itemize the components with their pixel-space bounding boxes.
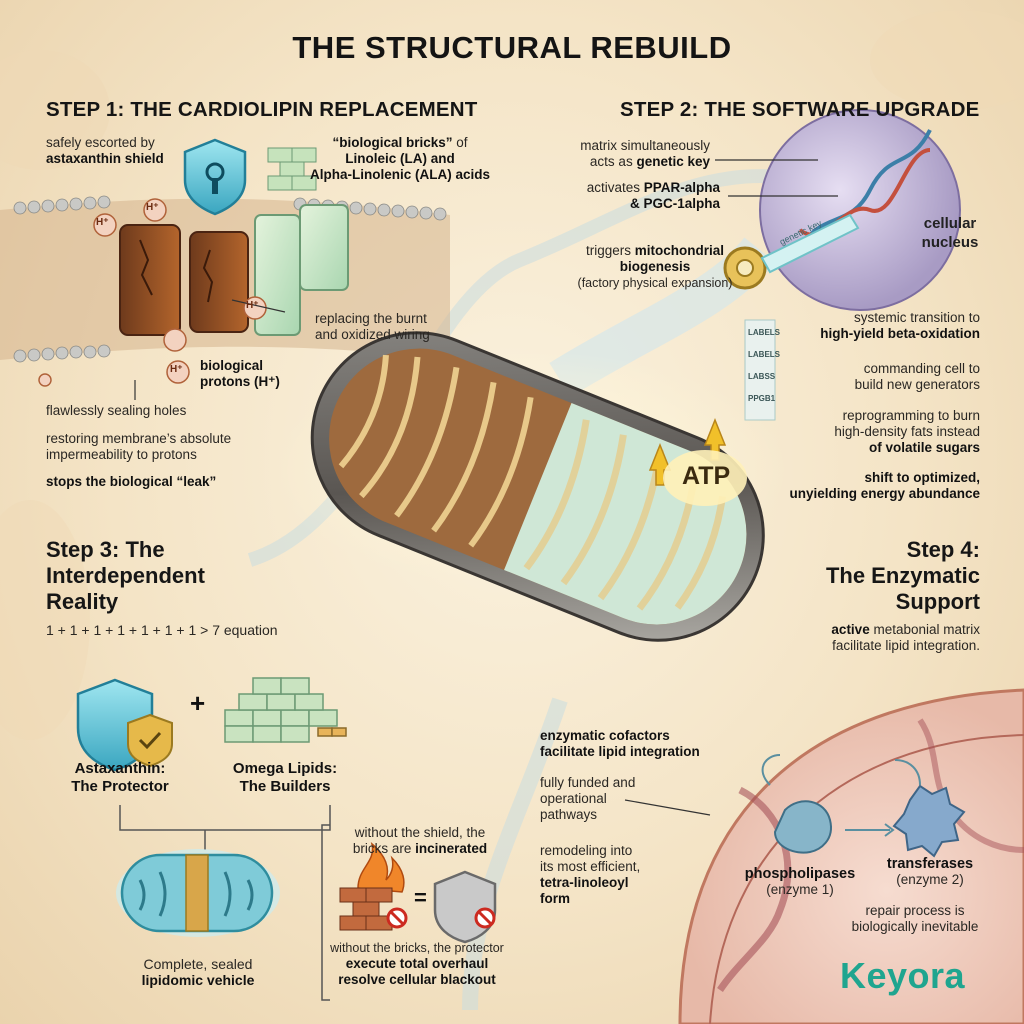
- step1-bricks-text: “biological bricks” of Linoleic (LA) and…: [309, 135, 490, 182]
- proton-label: H⁺: [96, 217, 109, 228]
- step1-replacing-text: replacing the burnt and oxidized wiring: [315, 311, 430, 342]
- step2-reprogramming-text: reprogramming to burn high-density fats …: [834, 408, 980, 455]
- proton-particles: [38, 198, 267, 387]
- step1-sealing-text: flawlessly sealing holes: [46, 403, 187, 418]
- grey-shield-icon: [433, 870, 497, 944]
- step3-heading: Step 3: The Interdependent Reality: [46, 537, 205, 614]
- proton-label: H⁺: [146, 202, 159, 213]
- step2-systemic-text: systemic transition to high-yield beta-o…: [820, 310, 980, 341]
- repair-text: repair process is biologically inevitabl…: [851, 903, 979, 934]
- labels-tape-text: LABELS LABELS LABSS PPGB1: [748, 328, 780, 403]
- remodeling-text: remodeling into its most efficient, tetr…: [540, 843, 641, 906]
- execute-text: execute total overhaul resolve cellular …: [338, 956, 496, 987]
- green-lipid-blocks: [254, 147, 349, 336]
- combination-bracket: [119, 805, 331, 1001]
- step1-escort-text: safely escorted by astaxanthin shield: [46, 135, 164, 166]
- background-cell: [0, 50, 110, 170]
- protector-shield-icon: [76, 678, 173, 772]
- step4-active-text: active metabonial matrix facilitate lipi…: [831, 622, 980, 653]
- step1-stops-text: stops the biological “leak”: [46, 474, 217, 489]
- proton-label: H⁺: [246, 300, 259, 311]
- atp-label: ATP: [682, 462, 731, 490]
- labels-tape: [744, 319, 776, 421]
- background-cell: [0, 500, 90, 740]
- sealed-vehicle-mitochondrion: [116, 849, 280, 937]
- genetic-key-icon: [723, 213, 860, 290]
- flow-ribbon: [462, 697, 568, 1011]
- enzyme-flow-arrows: [761, 754, 921, 837]
- step3-equation: 1 + 1 + 1 + 1 + 1 + 1 + 1 > 7 equation: [46, 622, 278, 638]
- leader-lines: [134, 159, 838, 816]
- shield-icon: [183, 138, 247, 216]
- step1-restoring-text: restoring membrane’s absolute impermeabi…: [46, 431, 232, 462]
- funded-text: fully funded and operational pathways: [540, 775, 636, 822]
- astaxanthin-label: Astaxanthin: The Protector: [71, 760, 169, 795]
- step1-heading: STEP 1: THE CARDIOLIPIN REPLACEMENT: [46, 98, 478, 121]
- incinerated-bricks-icon: [339, 841, 408, 931]
- step2-matrix-text: matrix simultaneously acts as genetic ke…: [580, 138, 710, 169]
- step4-heading: Step 4: The Enzymatic Support: [825, 537, 980, 614]
- step2-activates-text: activates PPAR-alpha & PGC-1alpha: [586, 180, 720, 211]
- page-title: THE STRUCTURAL REBUILD: [292, 30, 732, 65]
- phospholipase-enzyme-icon: [773, 800, 832, 854]
- step2-shift-text: shift to optimized, unyielding energy ab…: [789, 470, 980, 501]
- without-bricks-text: without the bricks, the protector: [330, 941, 504, 955]
- step2-triggers-text: triggers mitochondrial biogenesis (facto…: [577, 243, 733, 290]
- equals-sign: =: [414, 885, 427, 910]
- without-shield-text: without the shield, the bricks are incin…: [352, 825, 488, 856]
- step2-heading: STEP 2: THE SOFTWARE UPGRADE: [620, 98, 980, 121]
- transferases-label: transferases (enzyme 2): [886, 856, 974, 887]
- step2-commanding-text: commanding cell to build new generators: [854, 361, 980, 392]
- step1-protons-text: biological protons (H⁺): [200, 358, 280, 389]
- burnt-cardiolipin-blocks: [119, 224, 249, 336]
- omega-label: Omega Lipids: The Builders: [232, 760, 338, 795]
- background-cell: [870, 10, 1024, 110]
- brand-logo: Keyora: [840, 955, 966, 996]
- lipid-bricks-stack-icon: [224, 677, 347, 743]
- atp-glow: [663, 450, 747, 506]
- sealed-vehicle-label: Complete, sealed lipidomic vehicle: [141, 956, 255, 988]
- nucleus-label: cellular nucleus: [921, 215, 979, 251]
- plus-sign: +: [190, 688, 206, 718]
- proton-label: H⁺: [170, 364, 183, 375]
- phospholipases-label: phospholipases (enzyme 1): [744, 866, 856, 897]
- transferase-enzyme-icon: [892, 784, 966, 858]
- cofactors-text: enzymatic cofactors facilitate lipid int…: [540, 728, 700, 759]
